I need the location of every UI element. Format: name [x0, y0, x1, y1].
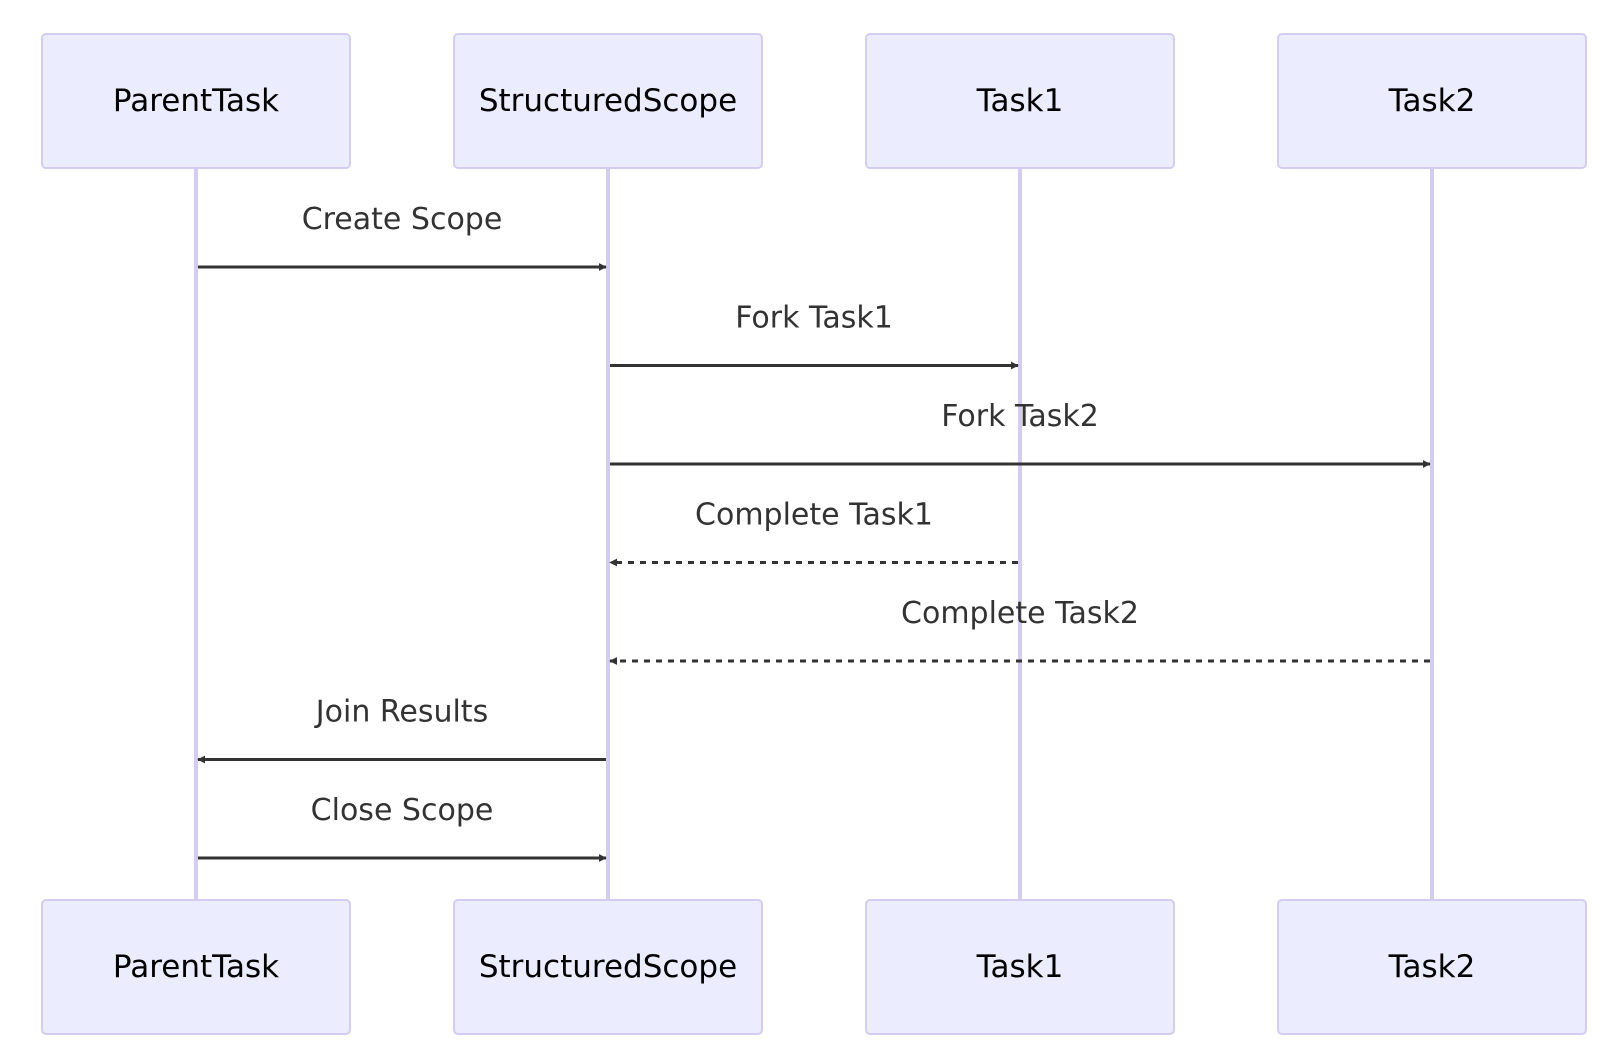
participant-label: Task2	[1388, 949, 1476, 985]
participant-label: Task1	[976, 83, 1064, 119]
message-label: Join Results	[314, 695, 488, 730]
participant-bottom-task1: Task1	[865, 899, 1175, 1035]
participant-label: StructuredScope	[479, 949, 737, 985]
participant-top-task1: Task1	[865, 33, 1175, 169]
participant-label: ParentTask	[113, 949, 279, 985]
message-label: Fork Task1	[735, 301, 893, 336]
participant-box	[453, 33, 763, 169]
participant-bottom-parent: ParentTask	[41, 899, 351, 1035]
lifelines	[194, 168, 1434, 900]
participant-box	[865, 899, 1175, 1035]
participant-top-task2: Task2	[1277, 33, 1587, 169]
message-join-results: Join Results	[197, 695, 606, 764]
message-complete-task2: Complete Task2	[609, 596, 1430, 665]
participant-bottom-task2: Task2	[1277, 899, 1587, 1035]
participant-box	[41, 899, 351, 1035]
message-label: Complete Task2	[901, 596, 1139, 631]
participant-label: Task1	[976, 949, 1064, 985]
message-create-scope: Create Scope	[198, 202, 607, 271]
participant-label: ParentTask	[113, 83, 279, 119]
message-fork-task2: Fork Task2	[610, 399, 1431, 468]
message-label: Fork Task2	[941, 399, 1099, 434]
participant-label: StructuredScope	[479, 83, 737, 119]
participant-box	[1277, 33, 1587, 169]
message-label: Create Scope	[302, 202, 503, 237]
participant-box	[865, 33, 1175, 169]
message-complete-task1: Complete Task1	[609, 498, 1018, 567]
participant-top-parent: ParentTask	[41, 33, 351, 169]
message-fork-task1: Fork Task1	[610, 301, 1019, 370]
message-close-scope: Close Scope	[198, 793, 607, 862]
participant-box	[453, 899, 763, 1035]
participant-box	[1277, 899, 1587, 1035]
participant-box	[41, 33, 351, 169]
participant-bottom-scope: StructuredScope	[453, 899, 763, 1035]
message-label: Close Scope	[311, 793, 494, 828]
participant-top-scope: StructuredScope	[453, 33, 763, 169]
participant-label: Task2	[1388, 83, 1476, 119]
message-label: Complete Task1	[695, 498, 933, 533]
